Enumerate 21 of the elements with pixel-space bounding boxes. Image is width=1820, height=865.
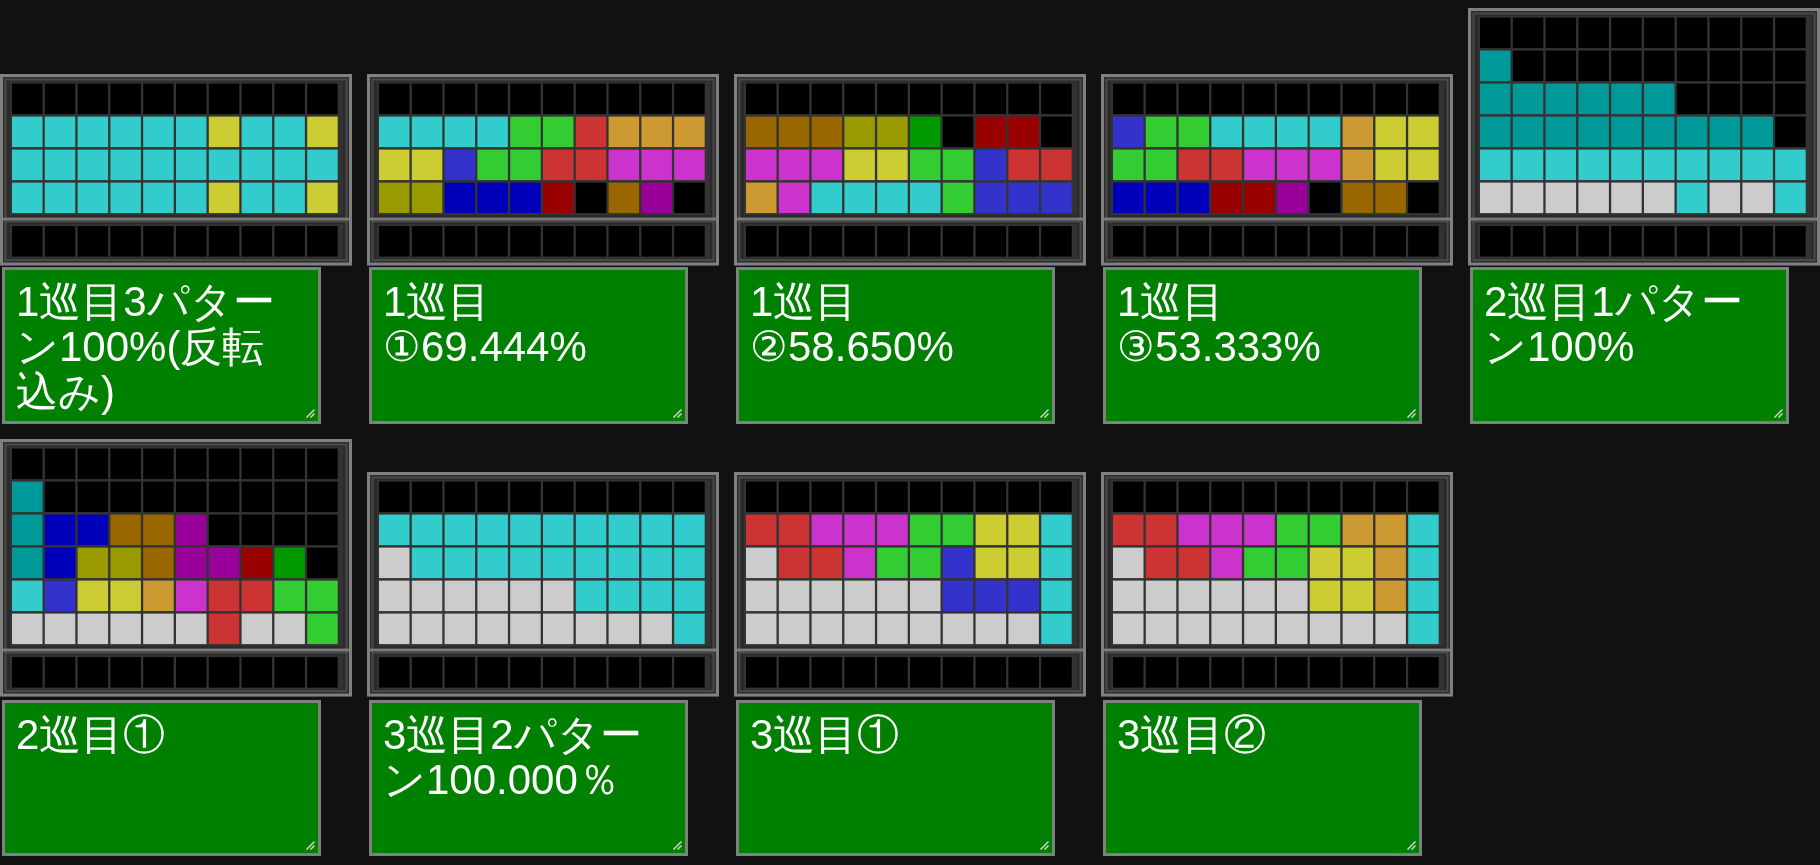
- note-text: ②58.650%: [750, 323, 954, 370]
- note-text: 3巡目①: [750, 711, 900, 758]
- text-area: [736, 700, 1055, 856]
- text-area: [2, 700, 321, 856]
- text-area: [2, 267, 321, 424]
- note-text: 1巡目: [383, 278, 491, 325]
- note-text: 2巡目1パターン100%: [1484, 278, 1743, 370]
- note-text: 2巡目①: [16, 711, 166, 758]
- note-text: 1巡目: [750, 278, 858, 325]
- text-area: [1103, 267, 1422, 424]
- note-text: ①69.444%: [383, 323, 587, 370]
- note-text: 3巡目2パターン100.000％: [383, 711, 642, 803]
- note-text: 3巡目②: [1117, 711, 1267, 758]
- text-area: [1103, 700, 1422, 856]
- text-area: [736, 267, 1055, 424]
- text-area: [1470, 267, 1789, 424]
- note-text: 1巡目: [1117, 278, 1225, 325]
- note-text: ③53.333%: [1117, 323, 1321, 370]
- note-text: 1巡目3パターン100%(反転込み): [16, 278, 275, 415]
- text-area: [369, 700, 688, 856]
- text-area: [369, 267, 688, 424]
